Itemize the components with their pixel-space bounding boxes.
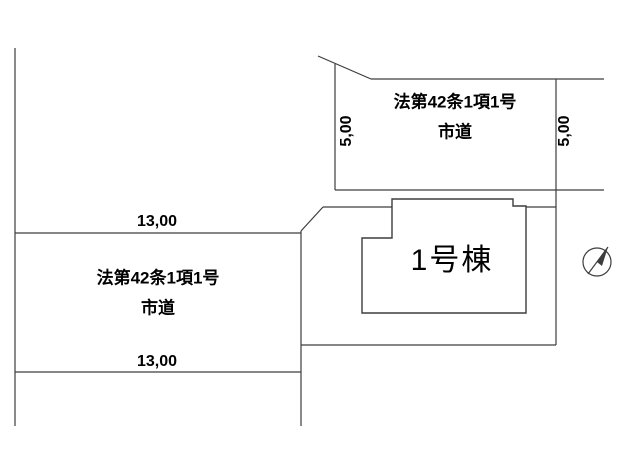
north-road-type-label: 市道 <box>438 122 472 142</box>
north-road-width-dim-left: 5,00 <box>338 115 355 147</box>
west-road-lines <box>14 48 301 426</box>
west-road-length-dim-bottom: 13,00 <box>136 353 178 370</box>
building-outline <box>361 198 527 314</box>
west-road-law-label: 法第42条1項1号 <box>96 268 220 288</box>
north-road-lines <box>317 55 604 345</box>
west-road-length-dim-top: 13,00 <box>136 213 178 230</box>
north-arrow-icon <box>582 246 612 277</box>
north-road-law-label: 法第42条1項1号 <box>393 92 517 112</box>
west-road-type-label: 市道 <box>141 298 175 318</box>
building-label: 1号棟 <box>410 244 494 277</box>
north-road-width-dim-right: 5,00 <box>556 115 573 147</box>
